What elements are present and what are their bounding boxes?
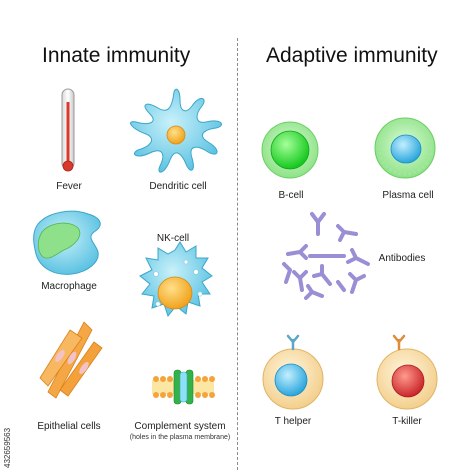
b-cell-icon [261,121,319,179]
epithelial-cells-label: Epithelial cells [37,421,101,432]
column-divider [237,38,238,470]
macrophage-icon [33,210,101,275]
complement-system-icon [152,369,215,405]
complement-system-label: Complement system [134,421,226,432]
nk-cell-icon [139,241,213,318]
adaptive-immunity-heading: Adaptive immunity [266,44,438,67]
fever-label: Fever [56,181,82,192]
stock-image-id: 432659563 [3,427,12,468]
dendritic-cell-icon [130,88,222,173]
epithelial-cells-icon [39,321,103,399]
b-cell-label: B-cell [278,190,304,201]
t-helper-icon [262,334,324,410]
plasma-cell-icon [374,117,436,179]
dendritic-cell-label: Dendritic cell [149,181,207,192]
antibodies-icon [282,212,370,300]
complement-system-note: (holes in the plasma membrane) [129,434,231,441]
t-killer-icon [376,334,438,410]
nk-cell-label: NK-cell [156,233,190,244]
thermometer-icon [61,88,75,172]
antibodies-label: Antibodies [378,253,426,264]
macrophage-label: Macrophage [41,281,97,292]
t-helper-label: T helper [274,416,312,427]
plasma-cell-label: Plasma cell [382,190,434,201]
t-killer-label: T-killer [392,416,422,427]
innate-immunity-heading: Innate immunity [42,44,191,67]
